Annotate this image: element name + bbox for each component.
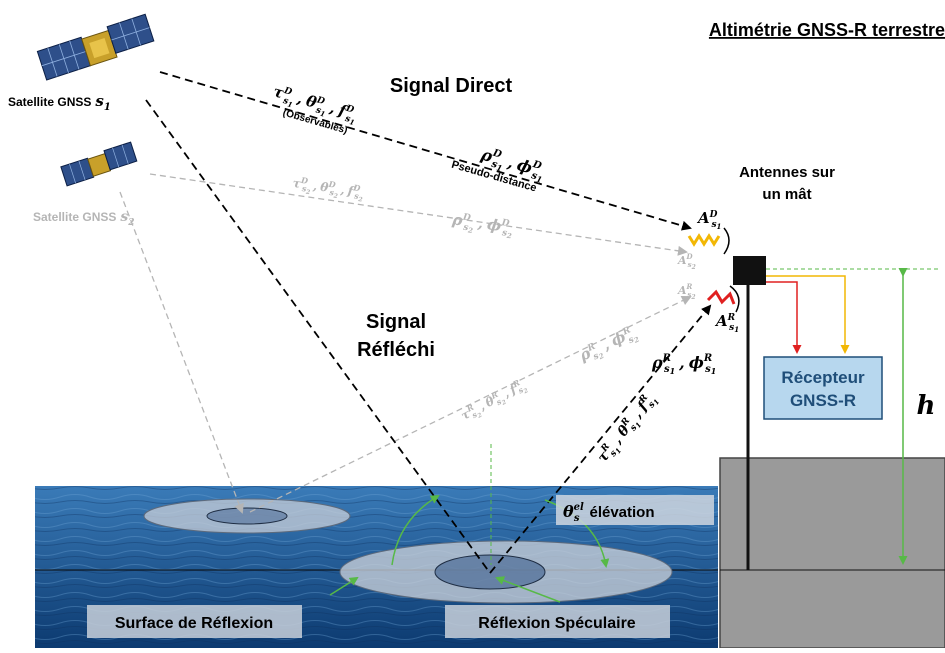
reflexion-speculaire-label: Réflexion Spéculaire: [445, 605, 670, 638]
reflection-zone-s2: [143, 498, 351, 534]
observables-reflected-s2: τRs2,θRs2,fRs2: [458, 376, 530, 427]
pseudorange-reflected-s2: ρRs2,ϕRs2: [576, 323, 641, 369]
antenna-cables: [766, 275, 850, 354]
antenna-mast: [733, 256, 766, 570]
observables-direct-s2: τDs2,θDs2,fDs2: [291, 174, 365, 204]
observables-reflected-s1: τRs1,θRs1,fRs1: [594, 390, 662, 468]
svg-text:Réflexion Spéculaire: Réflexion Spéculaire: [478, 615, 635, 632]
svg-text:ρDs2,ϕDs2: ρDs2,ϕDs2: [450, 210, 514, 240]
receiver-label-line1: Récepteur: [781, 368, 865, 387]
svg-text:τRs1,θRs1,fRs1: τRs1,θRs1,fRs1: [594, 390, 662, 468]
signal-direct-label: Signal Direct: [390, 75, 513, 97]
surface-reflexion-label: Surface de Réflexion: [87, 605, 302, 638]
signal-reflechi-line2: Réfléchi: [357, 339, 435, 361]
svg-text:τRs2,θRs2,fRs2: τRs2,θRs2,fRs2: [458, 376, 530, 427]
height-indicator: h: [766, 268, 940, 565]
satellite-s2-icon: [60, 141, 138, 187]
antenna-reflected-icon: [706, 285, 740, 313]
svg-text:ρRs2,ϕRs2: ρRs2,ϕRs2: [576, 323, 641, 369]
antennas-caption-line2: un mât: [762, 186, 811, 203]
antenna-direct-icon: [687, 227, 730, 255]
antennas-caption-line1: Antennes sur: [739, 164, 835, 181]
svg-text:Surface de Réflexion: Surface de Réflexion: [115, 615, 273, 632]
satellite-s1-icon: [36, 13, 155, 81]
height-symbol: h: [917, 391, 936, 421]
svg-text:ρDs1,ϕDs1: ρDs1,ϕDs1: [477, 144, 547, 184]
signals-s2: [119, 173, 692, 514]
ground-block: [719, 457, 945, 649]
pseudorange-direct-s1: ρDs1,ϕDs1 Pseudo-distance: [450, 144, 547, 194]
receiver-label-line2: GNSS-R: [790, 391, 856, 410]
observables-direct-s1: τDs1,θDs1,fDs1 (Observables): [270, 82, 359, 136]
signals-s1: [145, 71, 712, 574]
svg-text:τDs2,θDs2,fDs2: τDs2,θDs2,fDs2: [291, 174, 365, 204]
page-title: Altimétrie GNSS-R terrestre: [709, 20, 945, 40]
elevation-angles: [329, 444, 610, 603]
svg-text:τDs1,θDs1,fDs1: τDs1,θDs1,fDs1: [270, 82, 359, 127]
signal-reflechi-line1: Signal: [366, 311, 426, 333]
reflection-zone-s1: [339, 540, 673, 604]
receiver-box: Récepteur GNSS-R: [763, 356, 883, 420]
pseudorange-direct-s2: ρDs2,ϕDs2: [450, 210, 514, 240]
